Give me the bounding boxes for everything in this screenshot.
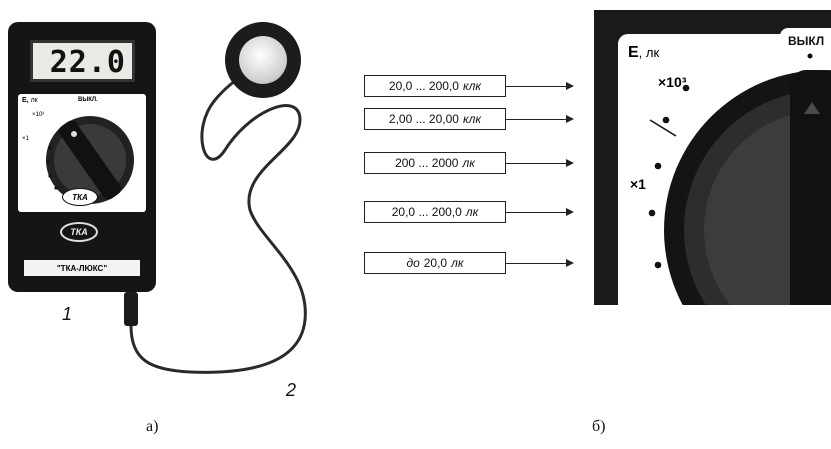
tka-logo: ТКА xyxy=(62,188,98,206)
scale-label-e: E, лк xyxy=(22,97,38,104)
detail-off-label: ВЫКЛ xyxy=(788,34,825,48)
arrow-2-head xyxy=(566,115,574,123)
caption-a: а) xyxy=(146,418,159,435)
detail-dial-knob[interactable] xyxy=(594,10,831,305)
caption-b: б) xyxy=(592,418,606,435)
arrow-2 xyxy=(506,119,568,120)
detail-multiplier-large: ×10³ xyxy=(658,74,687,90)
detail-multiplier-small: ×1 xyxy=(630,176,646,192)
logo-oval: ТКА xyxy=(60,222,98,242)
arrow-5 xyxy=(506,263,568,264)
lcd-display: 22.0 xyxy=(30,40,135,82)
control-panel: E, лк ВЫКЛ. ×10³ ×1 ТКА xyxy=(18,94,146,212)
dial-detail-panel: E, лк ×10³ ×1 ВЫКЛ xyxy=(594,10,831,305)
arrow-4 xyxy=(506,212,568,213)
device-number-label: 1 xyxy=(62,304,73,324)
sensor-number-label: 2 xyxy=(286,380,297,400)
arrow-4-head xyxy=(566,208,574,216)
brand-label: "ТКА-ЛЮКС" xyxy=(24,260,140,276)
luxmeter-device: 22.0 E, лк ВЫКЛ. ×10³ ×1 ТКА "ТКА-ЛЮКС" xyxy=(8,22,156,292)
off-label: ВЫКЛ. xyxy=(78,97,98,103)
lcd-value: 22.0 xyxy=(49,45,126,80)
arrow-3-head xyxy=(566,159,574,167)
arrow-1 xyxy=(506,86,568,87)
arrow-5-head xyxy=(566,259,574,267)
multiplier-small: ×1 xyxy=(22,136,29,142)
range-selector-knob[interactable] xyxy=(40,110,136,206)
arrow-3 xyxy=(506,163,568,164)
multiplier-large: ×10³ xyxy=(32,112,45,118)
light-sensor-head xyxy=(225,22,301,98)
detail-scale-label: E, лк xyxy=(628,44,660,61)
sensor-diffuser xyxy=(239,36,287,84)
sensor-cable xyxy=(124,49,307,374)
detail-off-tab xyxy=(780,28,831,60)
arrow-1-head xyxy=(566,82,574,90)
